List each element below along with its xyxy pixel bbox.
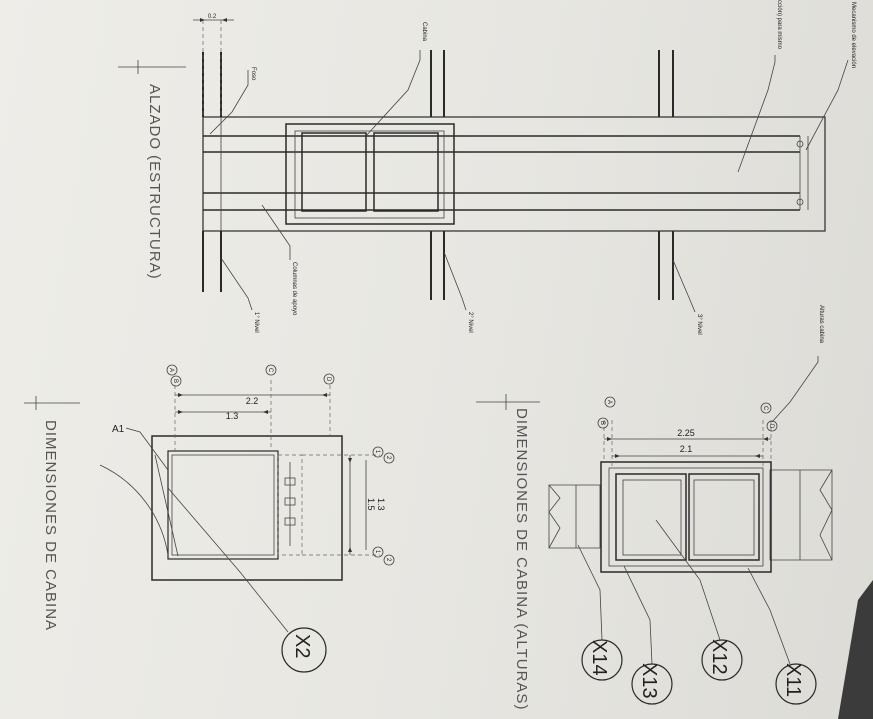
svg-text:X12: X12: [708, 639, 730, 675]
cabin-plan-inner: [167, 450, 279, 560]
axis-marker-b-plan: B: [170, 375, 182, 387]
axis-marker-2-plan: 2: [383, 452, 395, 464]
svg-text:A: A: [606, 400, 612, 404]
floor-slab-2: [430, 50, 445, 300]
door-mechanism: [277, 454, 303, 556]
callout-x14: [581, 639, 623, 681]
label-columnas: Columnas de apoyo: [291, 262, 297, 316]
axis-marker-d-plan: D: [323, 373, 335, 385]
floor-slab-1: [202, 52, 222, 292]
label-accionamiento: cción) para mismo: [776, 0, 782, 50]
callout-x13: [631, 663, 673, 705]
cabin-heights-view: DIMENSIONES DE CABINA (ALTURAS) 2.25 2.1: [476, 305, 833, 710]
svg-text:X14: X14: [588, 640, 610, 676]
callout-x12: [701, 639, 743, 681]
cabin-door-left: [301, 132, 367, 212]
svg-text:C: C: [762, 406, 768, 411]
elevator-shaft: [202, 116, 826, 232]
svg-text:A: A: [168, 368, 174, 372]
svg-text:1: 1: [374, 550, 380, 554]
svg-text:X11: X11: [782, 663, 804, 697]
axis-marker-1-plan: 1: [372, 446, 384, 458]
cabin-elevation: [600, 461, 772, 573]
alzado-structure-view: ALZADO (ESTRUCTURA): [118, 0, 856, 335]
dim-2-25: 2.25: [677, 428, 695, 438]
page-corner-shadow: [838, 580, 873, 719]
dim-1-3-top: 1.3: [226, 411, 239, 421]
svg-text:X13: X13: [638, 663, 660, 699]
label-nivel-2: 2° Nivel: [467, 312, 473, 333]
dim-2-2: 2.2: [246, 396, 259, 406]
dim-1-3-side: 1.3: [376, 498, 386, 511]
floor-slab-3: [658, 50, 674, 300]
label-cabina: Cabina: [421, 22, 427, 42]
svg-text:D: D: [768, 424, 774, 429]
cabin: [285, 123, 455, 225]
axis-marker-b-heights: B: [597, 417, 609, 429]
svg-text:X2: X2: [291, 634, 313, 658]
callout-x11: [775, 663, 817, 705]
cabin-door-right: [373, 132, 439, 212]
axis-marker-c-heights: C: [760, 402, 772, 414]
svg-text:2: 2: [385, 456, 391, 460]
cabin-plan-view: DIMENSIONES DE CABINA 2.2 1.3 1.5 1.3: [24, 364, 395, 673]
dim-2-1: 2.1: [680, 444, 693, 454]
svg-text:2: 2: [385, 558, 391, 562]
cabin-window-right: [688, 473, 760, 561]
cabin-plan-outer: [151, 435, 343, 581]
dim-1-5: 1.5: [366, 498, 376, 511]
label-foso: Foso: [250, 67, 256, 81]
axis-marker-a-plan: A: [166, 364, 178, 376]
pulley-bottom: [796, 198, 804, 206]
label-nivel-3: 3° Nivel: [696, 314, 702, 335]
door-swing-arc: [99, 464, 169, 556]
label-mecanismo: Mecanismo de elevación: [850, 2, 856, 68]
svg-text:C: C: [267, 368, 273, 373]
label-alturas-cabina: Alturas cabina: [818, 305, 824, 344]
cabin-heights-title: DIMENSIONES DE CABINA (ALTURAS): [513, 408, 530, 710]
cabin-window-left: [615, 473, 687, 561]
alzado-title: ALZADO (ESTRUCTURA): [146, 84, 163, 280]
axis-marker-c-plan: C: [265, 364, 277, 376]
pulley-top: [796, 140, 804, 148]
svg-text:B: B: [172, 379, 178, 383]
callout-x2: [281, 627, 327, 673]
dim-shaft-width: 0.2: [208, 14, 217, 20]
label-a1: A1: [112, 424, 125, 435]
axis-marker-1b-plan: 1: [372, 546, 384, 558]
svg-text:D: D: [325, 377, 331, 382]
svg-text:B: B: [599, 421, 605, 425]
cabin-dimensions-title: DIMENSIONES DE CABINA: [42, 420, 59, 631]
axis-marker-a-heights: A: [604, 396, 616, 408]
axis-marker-2b-plan: 2: [383, 554, 395, 566]
axis-marker-d-heights: D: [766, 420, 778, 432]
label-nivel-1: 1° Nivel: [253, 312, 259, 333]
svg-text:1: 1: [374, 450, 380, 454]
